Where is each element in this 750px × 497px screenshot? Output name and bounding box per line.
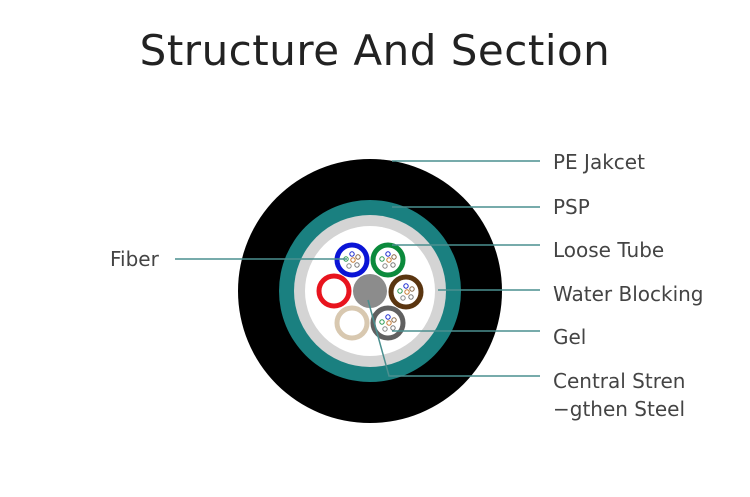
label-fiber: Fiber: [110, 247, 159, 271]
fiber-strand: [400, 295, 406, 301]
fiber-strand: [391, 317, 397, 323]
fiber-strand: [379, 256, 385, 262]
fiber-strand: [385, 314, 391, 320]
label-pe-jacket: PE Jakcet: [553, 150, 645, 174]
leader-central-member: [367, 299, 540, 377]
fiber-strand: [408, 294, 414, 300]
label-water-blocking: Water Blocking: [553, 282, 704, 306]
loose-tube-red: [316, 273, 352, 309]
label-gel: Gel: [553, 325, 587, 349]
fiber-strand: [385, 251, 391, 257]
loose-tube-blue: [334, 242, 370, 278]
fiber-strand: [346, 263, 352, 269]
fiber-strand: [355, 254, 361, 260]
central-strength-member: [353, 274, 387, 308]
label-central-line2: −gthen Steel: [553, 397, 686, 421]
fiber-strand: [409, 286, 415, 292]
label-central-line1: Central Stren: [553, 369, 686, 393]
page-title: Structure And Section: [139, 26, 611, 75]
leader-lines: [175, 160, 540, 377]
fiber-strand: [390, 262, 396, 268]
loose-tube-brown: [388, 274, 424, 310]
fiber-strand: [354, 262, 360, 268]
fiber-strand: [386, 257, 392, 263]
fiber-strand: [390, 325, 396, 331]
label-psp: PSP: [553, 195, 590, 219]
fiber-groups: [343, 251, 415, 332]
fiber-strand: [397, 288, 403, 294]
fiber-strand: [379, 319, 385, 325]
fiber-strand: [386, 320, 392, 326]
fiber-strand: [391, 254, 397, 260]
loose-tube-gray: [370, 305, 406, 341]
fiber-strand: [403, 283, 409, 289]
fiber-strand: [404, 289, 410, 295]
fiber-strand: [350, 257, 356, 263]
label-loose-tube: Loose Tube: [553, 238, 665, 262]
fiber-strand: [382, 263, 388, 269]
loose-tube-green: [370, 242, 406, 278]
loose-tube-beige: [334, 305, 370, 341]
fiber-strand: [382, 326, 388, 332]
fiber-strand: [349, 251, 355, 257]
